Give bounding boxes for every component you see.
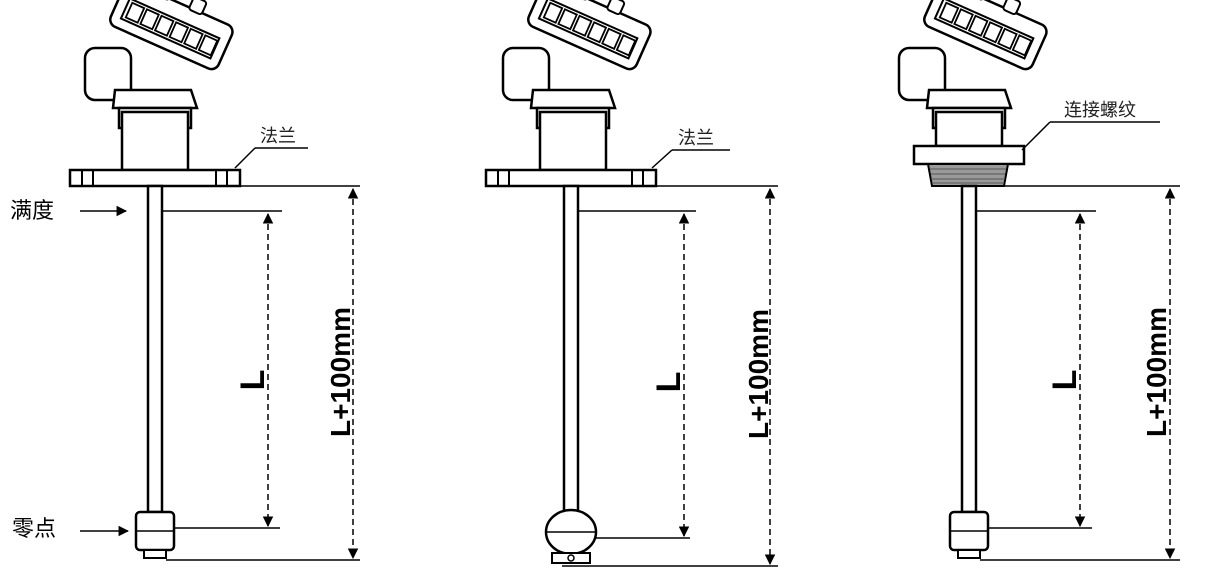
sensor-flange-cylinder-float: 法兰 L L+100mm 满度 零点 <box>10 0 360 561</box>
dim-total-label: L+100mm <box>743 309 774 439</box>
connection-thread <box>926 163 1010 187</box>
sensor-flange-ball-float: 法兰 L L+100mm <box>484 0 778 567</box>
neck <box>538 110 608 172</box>
probe-rod <box>146 184 164 514</box>
hex-nut <box>912 144 1026 166</box>
neck <box>120 110 190 172</box>
end-stop <box>143 549 167 559</box>
flange <box>484 168 658 188</box>
junction-head <box>897 0 1056 130</box>
end-stop <box>957 549 981 559</box>
flange-label: 法兰 <box>260 126 296 147</box>
junction-head <box>501 0 660 130</box>
dim-l-label: L <box>1046 370 1084 391</box>
flange-label: 法兰 <box>678 128 714 149</box>
end-stop <box>551 552 591 564</box>
probe-rod <box>562 184 580 514</box>
sensor-thread-cylinder-float: 连接螺纹 L L+100mm <box>897 0 1180 561</box>
dim-total-label: L+100mm <box>325 307 356 437</box>
full-scale-label: 满度 <box>10 199 54 224</box>
probe-rod <box>960 184 978 514</box>
dim-l-label: L <box>650 372 688 393</box>
neck <box>934 110 1004 148</box>
thread-label: 连接螺纹 <box>1064 100 1136 121</box>
dim-total-label: L+100mm <box>1141 307 1172 437</box>
zero-point-label: 零点 <box>12 517 56 542</box>
junction-head <box>83 0 242 130</box>
flange <box>68 168 242 188</box>
dim-l-label: L <box>234 370 272 391</box>
